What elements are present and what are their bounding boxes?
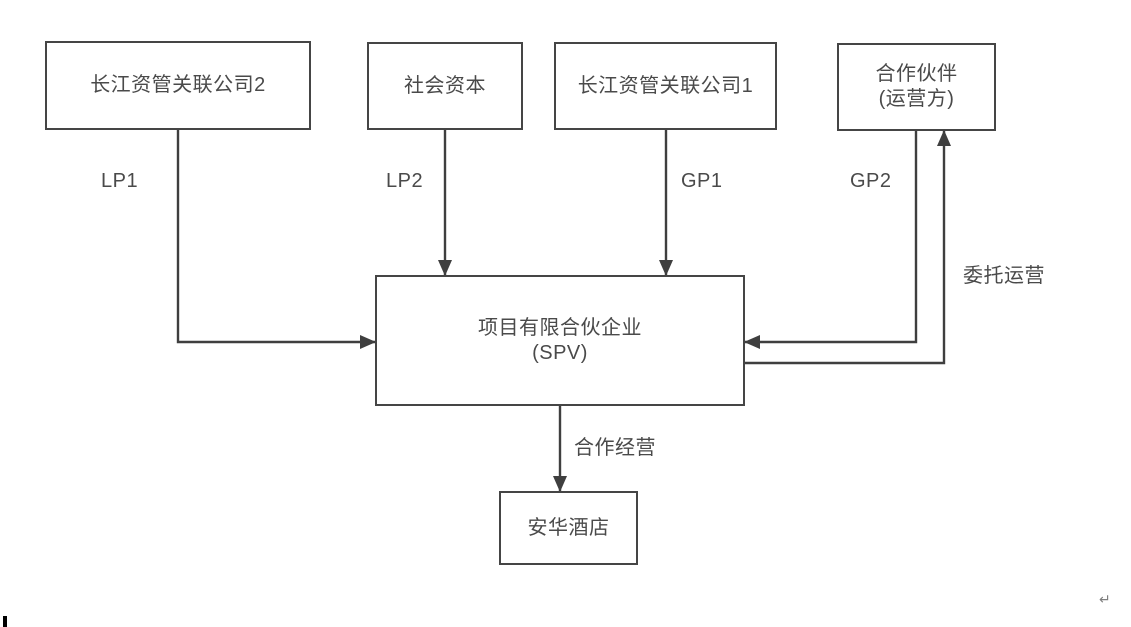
node-lp1-company: 长江资管关联公司2 [45, 41, 311, 130]
node-hotel: 安华酒店 [499, 491, 638, 565]
node-spv-label-line2: (SPV) [532, 341, 588, 364]
node-partner-operator: 合作伙伴 (运营方) [837, 43, 996, 131]
edge-label-lp1: LP1 [101, 170, 139, 192]
edge-lp1-arrow [176, 130, 376, 349]
node-partner-label-line2: (运营方) [878, 88, 955, 110]
node-lp1-company-label: 长江资管关联公司2 [90, 74, 266, 96]
edge-label-gp1: GP1 [681, 170, 723, 192]
edge-entrust-arrow [745, 130, 951, 365]
node-spv: 项目有限合伙企业 (SPV) [375, 275, 745, 406]
node-gp1-company-label: 长江资管关联公司1 [577, 74, 754, 97]
edge-label-gp2: GP2 [850, 170, 892, 192]
node-gp1-company: 长江资管关联公司1 [554, 42, 777, 130]
node-hotel-label: 安华酒店 [527, 516, 610, 539]
node-spv-label-line1: 项目有限合伙企业 [478, 316, 642, 339]
node-social-capital-label: 社会资本 [404, 74, 486, 97]
text-cursor-caret[interactable] [3, 616, 7, 627]
edge-label-lp2: LP2 [386, 170, 424, 192]
node-partner-label-line1: 合作伙伴 [875, 63, 958, 85]
node-social-capital: 社会资本 [367, 42, 523, 130]
edge-gp2-arrow [744, 131, 918, 349]
paragraph-return-mark: ↵ [1099, 591, 1111, 607]
edge-label-cooperative-operation: 合作经营 [574, 437, 656, 459]
edge-label-entrust-operation: 委托运营 [963, 265, 1045, 287]
